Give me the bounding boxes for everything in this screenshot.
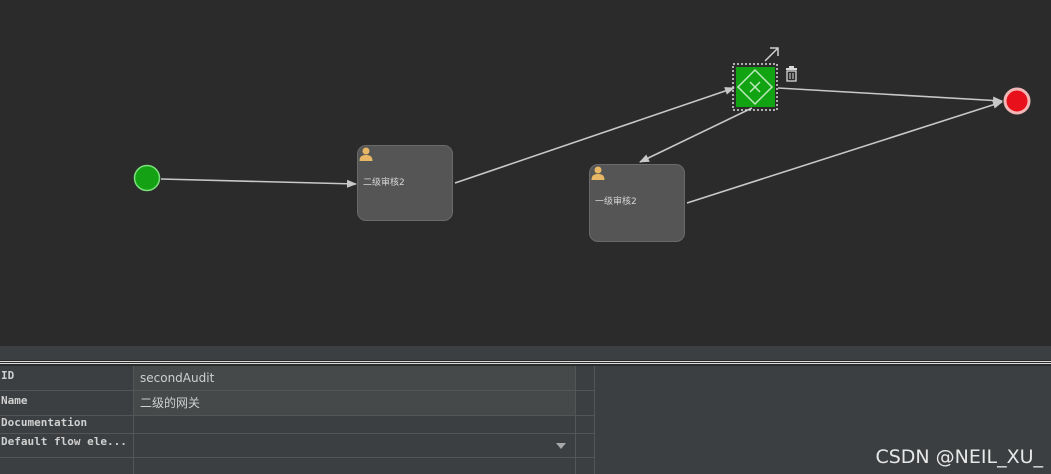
property-extra-cell: [576, 366, 594, 390]
task-label: 二级审核2: [363, 178, 405, 188]
row-separator: [0, 415, 595, 416]
end-event[interactable]: [1003, 87, 1031, 115]
row-separator: [0, 457, 595, 458]
chevron-down-icon[interactable]: [556, 443, 566, 449]
property-row-default-flow: Default flow ele...: [0, 434, 595, 457]
watermark: CSDN @NEIL_XU_: [875, 446, 1043, 468]
default-flow-select[interactable]: [134, 434, 575, 457]
property-key: Default flow ele...: [1, 435, 127, 448]
property-extra-cell: [576, 391, 594, 415]
user-icon: [591, 166, 605, 180]
trash-icon[interactable]: [786, 66, 797, 82]
user-task-first-audit[interactable]: 一级审核2: [589, 164, 685, 242]
column-separator: [575, 366, 576, 474]
property-row-id: ID secondAudit: [0, 366, 595, 390]
property-row-empty: [0, 458, 595, 474]
row-separator: [0, 390, 595, 391]
documentation-field[interactable]: [134, 416, 575, 433]
flow-gateway-to-end[interactable]: [777, 87, 1003, 105]
user-icon: [359, 147, 373, 161]
column-separator: [594, 366, 595, 474]
diagram-connections: [133, 47, 1031, 204]
splitter-line: [0, 361, 1051, 362]
property-extra-cell: [576, 416, 594, 433]
splitter-line: [0, 363, 1051, 364]
user-task-second-audit[interactable]: 二级审核2: [357, 145, 453, 221]
flow-gateway-to-task1[interactable]: [639, 107, 753, 163]
bpmn-canvas[interactable]: 二级审核2 一级审核2: [0, 0, 1051, 346]
property-key: ID: [1, 369, 15, 382]
flow-task2-to-gateway[interactable]: [454, 87, 735, 184]
empty-field[interactable]: [134, 458, 575, 474]
property-key: [0, 458, 133, 474]
name-field[interactable]: 二级的网关: [134, 391, 575, 415]
row-separator: [0, 433, 595, 434]
panel-splitter[interactable]: [0, 346, 1051, 364]
property-key: Name: [1, 394, 28, 407]
properties-panel: ID secondAudit Name 二级的网关 Documentation …: [0, 366, 1051, 474]
exclusive-gateway[interactable]: [732, 63, 778, 111]
flow-task1-to-end[interactable]: [686, 100, 1003, 204]
property-row-name: Name 二级的网关: [0, 391, 595, 415]
column-separator: [133, 366, 134, 474]
id-field[interactable]: secondAudit: [134, 366, 575, 390]
flow-start-to-task2[interactable]: [160, 178, 357, 188]
start-event[interactable]: [133, 164, 161, 192]
property-extra-cell: [576, 434, 594, 457]
property-row-documentation: Documentation: [0, 416, 595, 433]
property-key: Documentation: [1, 416, 88, 429]
task-label: 一级审核2: [595, 197, 637, 207]
arrow-up-right-icon[interactable]: [764, 47, 779, 62]
